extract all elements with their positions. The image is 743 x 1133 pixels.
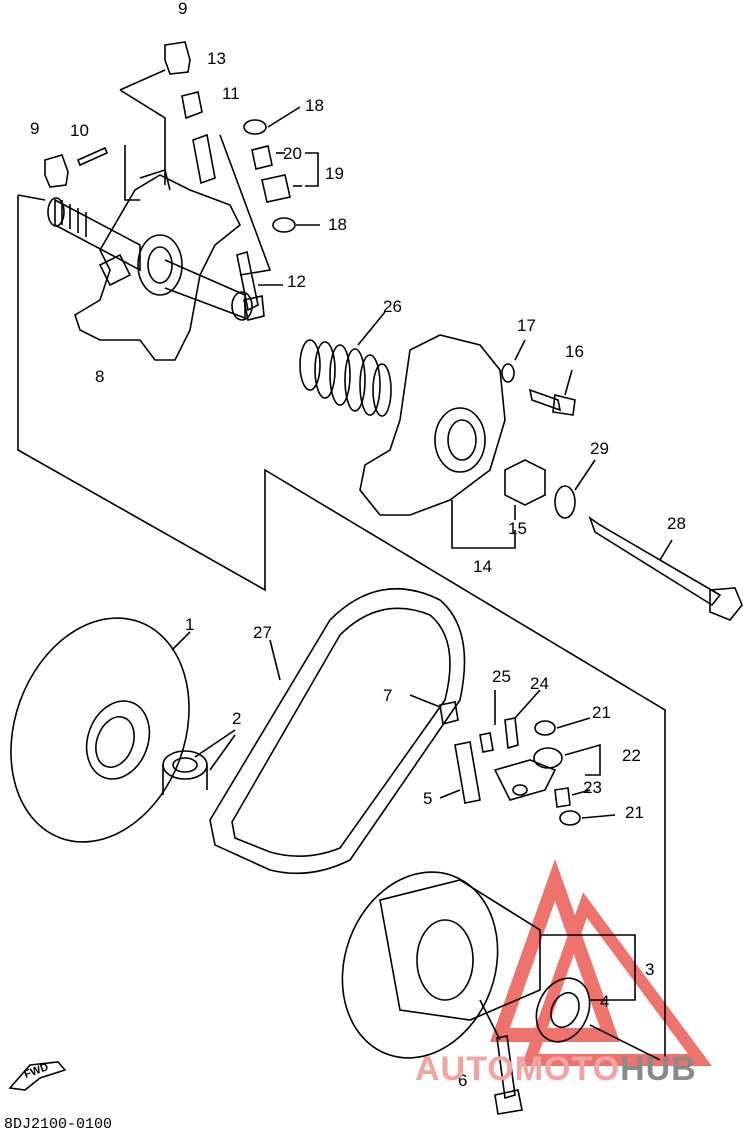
part-label: 2 [232, 709, 242, 728]
part-13 [181, 91, 203, 120]
part-label: 21 [592, 703, 611, 722]
pin-25 [479, 732, 494, 753]
bolt-6 [496, 1035, 516, 1100]
clutch-cover-14 [359, 334, 516, 549]
arm-22 [493, 743, 601, 801]
part-label: 28 [667, 514, 686, 533]
belt-27 [209, 588, 466, 875]
watermark-logo [490, 859, 712, 1066]
bearing-4 [535, 977, 661, 1061]
bolt-16 [528, 388, 562, 412]
pin-11 [192, 133, 216, 185]
washer-21b [559, 810, 581, 826]
part-label: 9 [30, 119, 40, 138]
part-label: 6 [458, 1071, 468, 1090]
cap-9b [44, 154, 69, 188]
part-label: 19 [325, 164, 344, 183]
fwd-arrow-icon [8, 1061, 67, 1091]
part-label: 7 [383, 686, 393, 705]
washer-18b [272, 217, 296, 233]
washer-29 [554, 485, 576, 519]
cap-9a [164, 41, 191, 75]
pin-5 [454, 741, 481, 804]
part-label: 25 [492, 667, 511, 686]
watermark-text: AUTOMOTOHUB [415, 1050, 697, 1088]
drive-clutch-hub [47, 168, 253, 361]
part-label: 5 [423, 789, 433, 808]
pin-24 [504, 717, 519, 750]
part-label: 1 [185, 615, 195, 634]
part-label: 13 [207, 49, 226, 68]
bushing-20 [251, 145, 273, 170]
part-label: 14 [473, 557, 492, 576]
part-label: 18 [328, 215, 347, 234]
part-label: 20 [283, 144, 302, 163]
part-label: 9 [178, 0, 188, 18]
part-label: 15 [508, 519, 527, 538]
diagram-code: 8DJ2100-0100 [4, 1116, 113, 1133]
part-label: 12 [287, 272, 306, 291]
washer-21a [534, 720, 556, 736]
bolt-12 [236, 250, 259, 312]
part-label: 23 [583, 778, 602, 797]
sheave-1 [10, 617, 191, 843]
part-label: 4 [600, 992, 610, 1011]
secondary-sheave-3 [341, 871, 636, 1059]
part-label: 22 [622, 746, 641, 765]
washer-17 [501, 363, 515, 383]
washer-18a [243, 119, 267, 135]
spring-26 [299, 311, 392, 417]
part-label: 26 [383, 297, 402, 316]
pin-10 [76, 146, 109, 167]
part-label: 27 [253, 623, 272, 642]
bushing-19 [261, 174, 291, 203]
part-label: 10 [70, 121, 89, 140]
bushing-2 [162, 729, 236, 795]
part-label: 17 [517, 316, 536, 335]
part-label: 11 [222, 84, 240, 103]
part-23 [554, 787, 571, 808]
bolt-28 [588, 515, 743, 621]
part-label: 3 [645, 960, 655, 979]
bushing-15 [504, 459, 546, 506]
part-7 [439, 701, 459, 726]
part-label: 18 [305, 96, 324, 115]
part-label: 24 [530, 674, 549, 693]
part-label: 21 [625, 803, 644, 822]
part-label: 16 [565, 342, 584, 361]
part-label: 8 [95, 367, 105, 386]
part-label: 29 [590, 439, 609, 458]
